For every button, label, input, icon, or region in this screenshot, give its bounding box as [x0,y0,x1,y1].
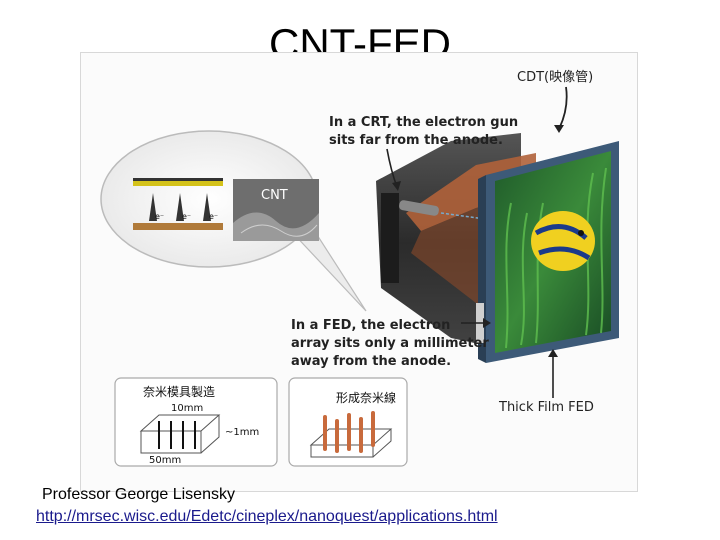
source-link[interactable]: http://mrsec.wisc.edu/Edetc/cineplex/nan… [36,508,498,525]
nano-mold-box: 奈米模具製造 10mm ~1mm 50mm [114,377,278,467]
cnt-label: CNT [261,188,288,203]
electron-label: e⁻ [209,212,218,221]
fed-caption-line-1: In a FED, the electron [291,318,450,333]
crt-caption-line-1: In a CRT, the electron gun [329,115,518,130]
fish-image [531,211,595,271]
mold-title: 奈米模具製造 [143,385,215,399]
fed-caption-line-2: array sits only a millimeter [291,336,489,351]
dim-side: ~1mm [225,427,259,438]
crt-caption: In a CRT, the electron gun sits far from… [329,115,518,148]
cnt-detail-bubble: e⁻ e⁻ e⁻ CNT [100,130,367,312]
fed-caption: In a FED, the electron array sits only a… [291,318,489,369]
cdt-arrow [558,86,568,130]
cdt-label: CDT(映像管) [517,70,593,85]
emitter-schematic: e⁻ e⁻ e⁻ [133,178,223,230]
electron-label: e⁻ [182,212,191,221]
cnt-micrograph: CNT [233,179,319,241]
credit-text: Professor George Lisensky [42,486,235,503]
cnt-fed-figure: CDT(映像管) In a CRT, the electron gun sits… [80,52,638,492]
crt-caption-line-2: sits far from the anode. [329,133,503,148]
fed-caption-line-3: away from the anode. [291,354,451,369]
dim-top: 10mm [171,403,203,414]
dim-bottom: 50mm [149,455,181,466]
form-title: 形成奈米線 [336,390,396,405]
electron-label: e⁻ [155,212,164,221]
fed-screen [476,141,619,363]
nanowire-formation-box: 形成奈米線 [288,377,408,467]
thick-film-label: Thick Film FED [498,400,594,415]
